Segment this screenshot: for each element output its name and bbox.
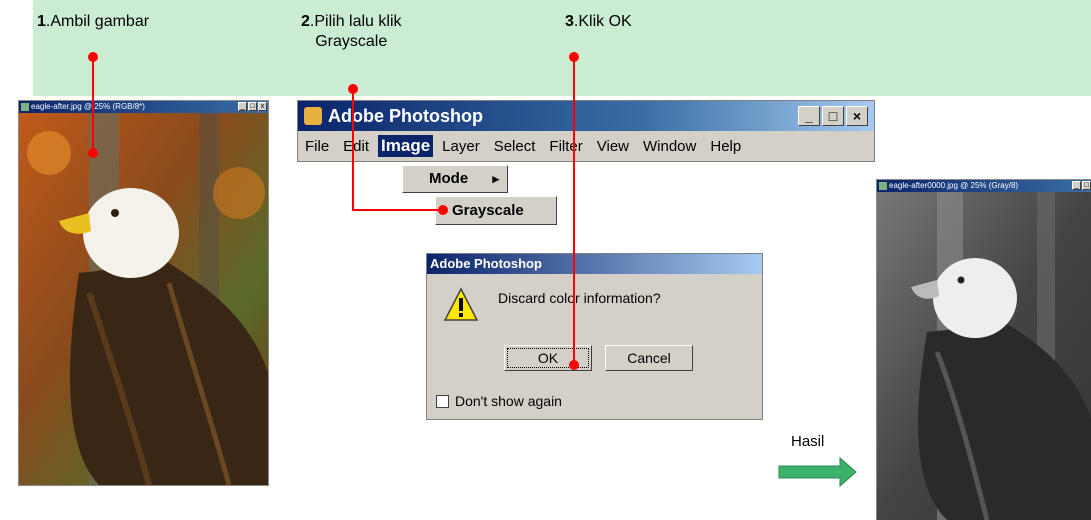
checkbox-label: Don't show again — [455, 393, 562, 409]
close-button[interactable]: × — [846, 106, 868, 126]
eagle-grayscale-photo — [877, 192, 1091, 520]
color-image-titlebar: eagle-after.jpg @ 25% (RGB/8*) _ □ x — [19, 101, 268, 113]
image-document-icon — [879, 182, 887, 190]
dont-show-again-checkbox[interactable]: Don't show again — [436, 393, 562, 409]
result-arrow-icon — [778, 456, 857, 488]
cancel-button[interactable]: Cancel — [605, 345, 693, 371]
menu-layer[interactable]: Layer — [442, 137, 480, 155]
step-3-label: 3.Klik OK — [565, 13, 632, 30]
discard-color-dialog: Adobe Photoshop Discard color informatio… — [426, 253, 763, 420]
menu-filter[interactable]: Filter — [549, 137, 583, 155]
menu-window[interactable]: Window — [643, 137, 697, 155]
minimize-button[interactable]: _ — [238, 102, 247, 111]
photoshop-window: Adobe Photoshop _ □ × File Edit Image La… — [297, 100, 875, 162]
dialog-title: Adobe Photoshop — [427, 254, 762, 274]
photoshop-titlebar: Adobe Photoshop _ □ × — [298, 101, 874, 131]
grayscale-image-title: eagle-after0000.jpg @ 25% (Gray/8) — [889, 181, 1019, 190]
menu-help[interactable]: Help — [710, 137, 742, 155]
photoshop-title: Adobe Photoshop — [328, 106, 483, 126]
color-image-title: eagle-after.jpg @ 25% (RGB/8*) — [31, 102, 145, 111]
menu-bar: File Edit Image Layer Select Filter View… — [298, 132, 748, 160]
ok-button[interactable]: OK — [504, 345, 592, 371]
maximize-button[interactable]: □ — [822, 106, 844, 126]
grayscale-image-titlebar: eagle-after0000.jpg @ 25% (Gray/8) _ □ — [877, 180, 1091, 192]
warning-icon — [443, 287, 479, 321]
grayscale-image-window: eagle-after0000.jpg @ 25% (Gray/8) _ □ — [876, 179, 1091, 520]
menu-edit[interactable]: Edit — [343, 137, 370, 155]
mode-menu-item[interactable]: Mode▸ — [402, 165, 508, 193]
menu-file[interactable]: File — [305, 137, 330, 155]
submenu-arrow-icon: ▸ — [492, 171, 499, 186]
checkbox-box[interactable] — [436, 394, 449, 408]
menu-select[interactable]: Select — [493, 137, 536, 155]
menu-image[interactable]: Image — [378, 135, 434, 157]
photoshop-app-icon — [304, 107, 322, 125]
menu-view[interactable]: View — [596, 137, 629, 155]
minimize-button[interactable]: _ — [1072, 181, 1081, 190]
image-document-icon — [21, 103, 29, 111]
color-image-window: eagle-after.jpg @ 25% (RGB/8*) _ □ x — [18, 100, 269, 486]
result-label: Hasil — [791, 433, 825, 450]
close-button[interactable]: x — [258, 102, 267, 111]
instruction-banner — [33, 0, 1091, 96]
eagle-color-photo — [19, 113, 268, 485]
maximize-button[interactable]: □ — [248, 102, 257, 111]
maximize-button[interactable]: □ — [1082, 181, 1091, 190]
step-1-label: 1.Ambil gambar — [37, 13, 150, 30]
minimize-button[interactable]: _ — [798, 106, 820, 126]
dialog-message: Discard color information? — [498, 290, 661, 306]
grayscale-menu-item[interactable]: Grayscale — [435, 196, 557, 225]
